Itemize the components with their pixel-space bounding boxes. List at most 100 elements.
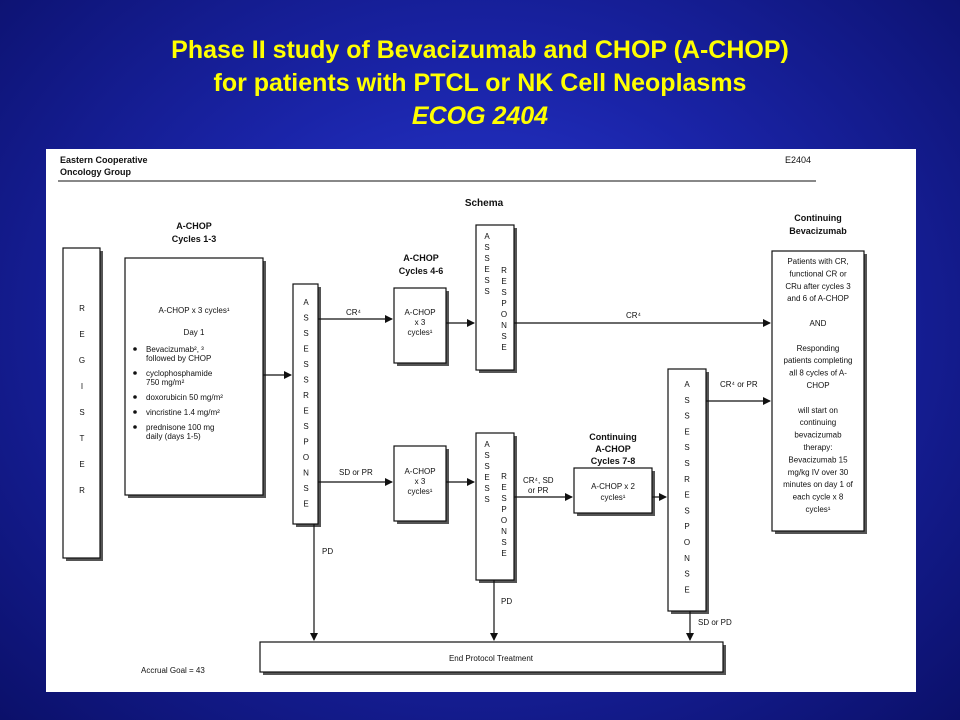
- response-letter: S: [501, 332, 506, 341]
- schema-heading: Schema: [465, 198, 504, 209]
- assess-letter: N: [684, 554, 690, 563]
- continuing-line: minutes on day 1 of: [783, 480, 854, 489]
- bullet-dot: [133, 425, 137, 429]
- org-name-line-1: Eastern Cooperative: [60, 155, 148, 165]
- assess-response-box-1: [292, 283, 319, 525]
- assess-letter: S: [484, 484, 489, 493]
- assess-letter: S: [484, 243, 489, 252]
- response-letter: E: [501, 549, 506, 558]
- title-line-3: ECOG 2404: [411, 102, 549, 130]
- response-letter: R: [501, 266, 507, 275]
- achop-x3-text: A-CHOP x 3 cycles¹: [159, 306, 230, 315]
- continuing-line: functional CR or: [789, 269, 847, 278]
- achop-box-line: cycles¹: [408, 487, 433, 496]
- achop-4-6-heading: A-CHOP: [403, 253, 439, 263]
- assess-letter: A: [484, 232, 490, 241]
- assess-letter: O: [684, 538, 690, 547]
- cont-7-8-heading-1: Continuing: [589, 432, 636, 442]
- title-line-2: for patients with PTCL or NK Cell Neopla…: [213, 69, 747, 97]
- response-letter: S: [501, 288, 506, 297]
- assess-letter: E: [484, 265, 489, 274]
- assess-letter: E: [303, 500, 308, 509]
- achop-4-6-subheading: Cycles 4-6: [399, 266, 444, 276]
- cont-7-8-box-line-1: A-CHOP x 2: [591, 482, 635, 491]
- assess-letter: S: [303, 422, 308, 431]
- assess-letter: P: [684, 522, 689, 531]
- end-protocol-label: End Protocol Treatment: [449, 654, 534, 663]
- response-letter: E: [501, 483, 506, 492]
- response-letter: E: [501, 277, 506, 286]
- cont-7-8-heading-2: A-CHOP: [595, 444, 631, 454]
- continuing-line: therapy:: [804, 443, 833, 452]
- assess-letter: S: [684, 396, 689, 405]
- assess-letter: E: [303, 407, 308, 416]
- cont-7-8-box-line-2: cycles¹: [601, 493, 626, 502]
- assess-letter: R: [684, 475, 690, 484]
- response-letter: O: [501, 310, 507, 319]
- register-letter: E: [79, 460, 84, 469]
- label-pd-2: PD: [501, 597, 512, 606]
- title-line-1: Phase II study of Bevacizumab and CHOP (…: [171, 36, 789, 64]
- drug-line: followed by CHOP: [146, 354, 211, 363]
- continuing-line: will start on: [797, 406, 838, 415]
- assess-letter: P: [303, 438, 308, 447]
- register-box: [62, 247, 101, 559]
- assess-letter: S: [303, 360, 308, 369]
- continuing-line: mg/kg IV over 30: [788, 468, 849, 477]
- drug-line: prednisone 100 mg: [146, 423, 215, 432]
- continuing-line: Responding: [797, 344, 840, 353]
- register-letter: E: [79, 330, 84, 339]
- assess-letter: A: [303, 298, 309, 307]
- end-protocol-box: [259, 641, 724, 673]
- label-sd-or-pr: SD or PR: [339, 468, 373, 477]
- assess-letter: S: [303, 314, 308, 323]
- achop-box-line: A-CHOP: [404, 467, 435, 476]
- label-cr-2: CR⁴: [626, 311, 642, 320]
- drug-line: vincristine 1.4 mg/m²: [146, 408, 220, 417]
- assess-letter: O: [303, 453, 309, 462]
- achop-cycles-1-3-box: [124, 257, 264, 496]
- continuing-line: bevacizumab: [794, 431, 842, 440]
- label-cr-sd: CR⁴, SD: [523, 476, 554, 485]
- achop-box-line: x 3: [415, 318, 426, 327]
- assess-letter: S: [484, 495, 489, 504]
- continuing-line: cycles¹: [806, 505, 831, 514]
- assess-letter: E: [484, 473, 489, 482]
- assess-letter: A: [684, 380, 690, 389]
- response-letter: P: [501, 505, 506, 514]
- schema-document: Eastern Cooperative Oncology Group E2404…: [46, 149, 916, 692]
- label-cr-or-pr: CR⁴ or PR: [720, 380, 758, 389]
- continuing-line: AND: [810, 319, 827, 328]
- register-letter: R: [79, 304, 85, 313]
- label-cr-1: CR⁴: [346, 308, 362, 317]
- response-letter: N: [501, 527, 507, 536]
- continuing-line: Patients with CR,: [787, 257, 848, 266]
- achop-box-line: x 3: [415, 477, 426, 486]
- bullet-dot: [133, 347, 137, 351]
- continuing-line: patients completing: [784, 356, 853, 365]
- assess-letter: S: [303, 329, 308, 338]
- continuing-heading-1: Continuing: [794, 213, 841, 223]
- bullet-dot: [133, 395, 137, 399]
- continuing-line: continuing: [800, 418, 836, 427]
- assess-letter: S: [484, 462, 489, 471]
- assess-letter: S: [684, 570, 689, 579]
- bullet-dot: [133, 410, 137, 414]
- drug-line: Bevacizumab², ³: [146, 345, 204, 354]
- assess-letter: S: [484, 254, 489, 263]
- assess-letter: S: [684, 506, 689, 515]
- continuing-heading-2: Bevacizumab: [789, 226, 847, 236]
- assess-letter: R: [303, 391, 309, 400]
- continuing-line: CHOP: [806, 381, 829, 390]
- drug-line: daily (days 1-5): [146, 432, 201, 441]
- assess-letter: S: [684, 459, 689, 468]
- achop-box-line: cycles¹: [408, 328, 433, 337]
- response-letter: R: [501, 472, 507, 481]
- assess-letter: E: [303, 345, 308, 354]
- assess-letter: S: [303, 376, 308, 385]
- continuing-line: each cycle x 8: [793, 493, 844, 502]
